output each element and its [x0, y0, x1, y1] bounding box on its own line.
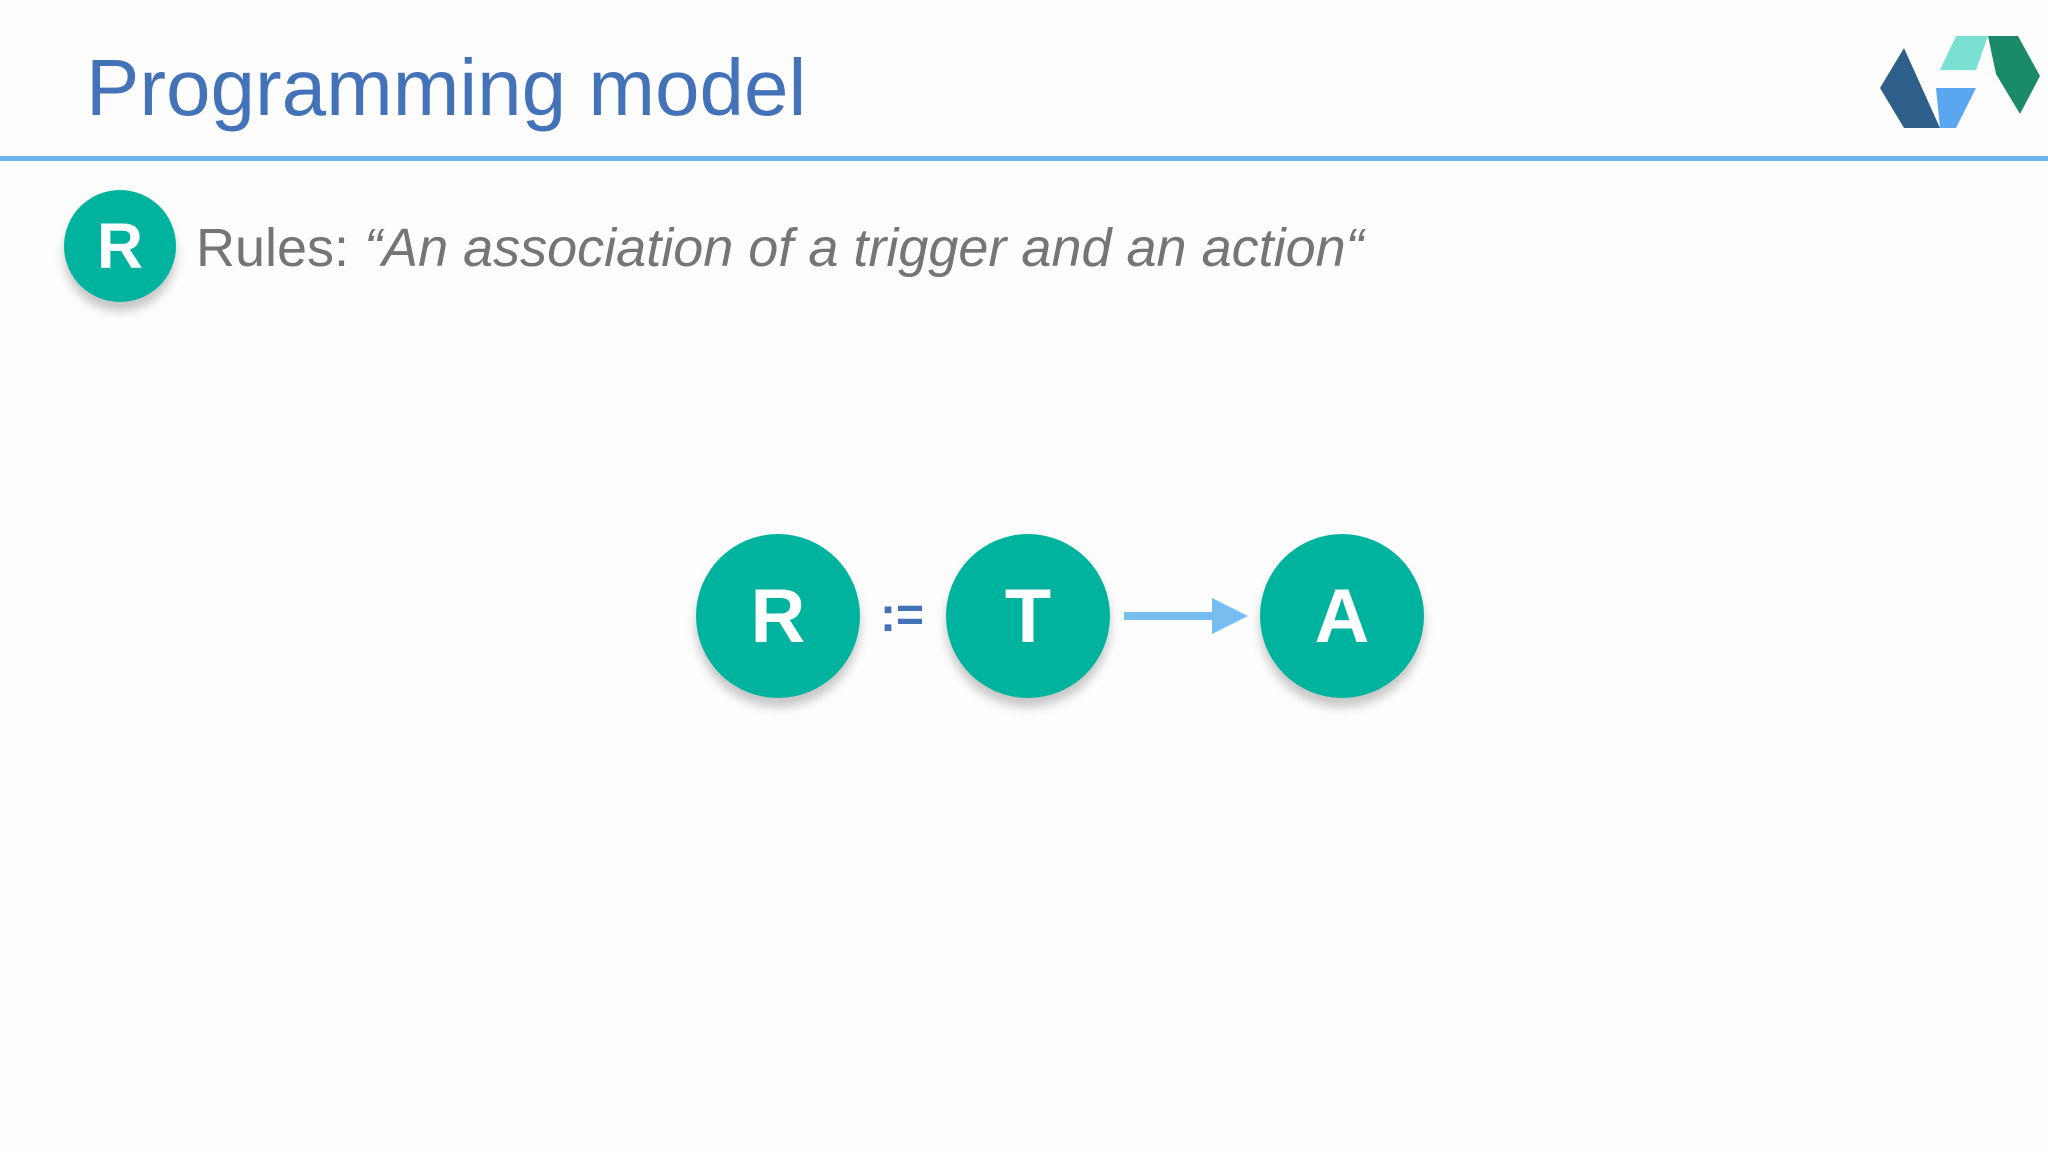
assign-operator: := [880, 589, 925, 642]
logo-icon [1880, 36, 2040, 128]
rule-definition: Rules: “An association of a trigger and … [196, 214, 1364, 282]
action-node: A [1260, 534, 1424, 698]
rule-node: R [696, 534, 860, 698]
trigger-node: T [946, 534, 1110, 698]
rule-label: Rules: [196, 218, 365, 278]
arrow-right-icon [1124, 598, 1248, 634]
title-underline [0, 156, 2048, 161]
rule-quote: “An association of a trigger and an acti… [364, 218, 1364, 278]
rule-badge: R [64, 190, 176, 302]
slide-title: Programming model [86, 43, 807, 132]
